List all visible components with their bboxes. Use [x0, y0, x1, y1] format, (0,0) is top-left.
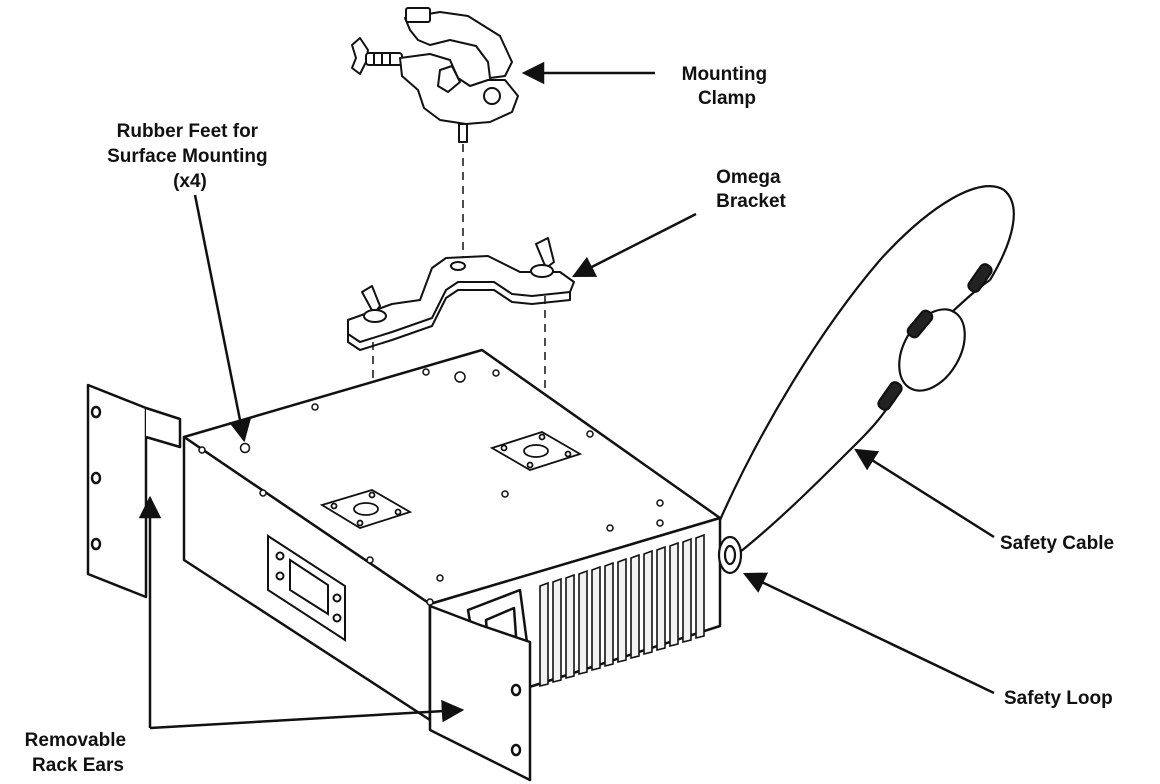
label-rack-ears: Removable Rack Ears: [25, 730, 132, 776]
display-panel-icon: [267, 534, 346, 642]
label-omega-bracket: Omega Bracket: [716, 167, 786, 212]
top-screws: [198, 368, 664, 606]
label-mounting-clamp: Mounting Clamp: [682, 64, 773, 109]
rack-ear-icon: [86, 383, 182, 599]
safety-loop-icon: [717, 535, 743, 575]
mounting-plates: [319, 431, 583, 529]
label-safety-loop: Safety Loop: [1004, 688, 1113, 709]
heatsink-icon: [539, 533, 705, 688]
rack-ear-right-icon: [428, 588, 532, 782]
label-safety-cable: Safety Cable: [1000, 533, 1114, 554]
label-rubber-feet: Rubber Feet for Surface Mounting (x4): [107, 121, 273, 192]
safety-cable-icon: [718, 185, 1015, 553]
mounting-clamp-icon: [351, 7, 519, 143]
callout-arrows: [138, 61, 995, 730]
omega-bracket-icon: [347, 237, 575, 351]
